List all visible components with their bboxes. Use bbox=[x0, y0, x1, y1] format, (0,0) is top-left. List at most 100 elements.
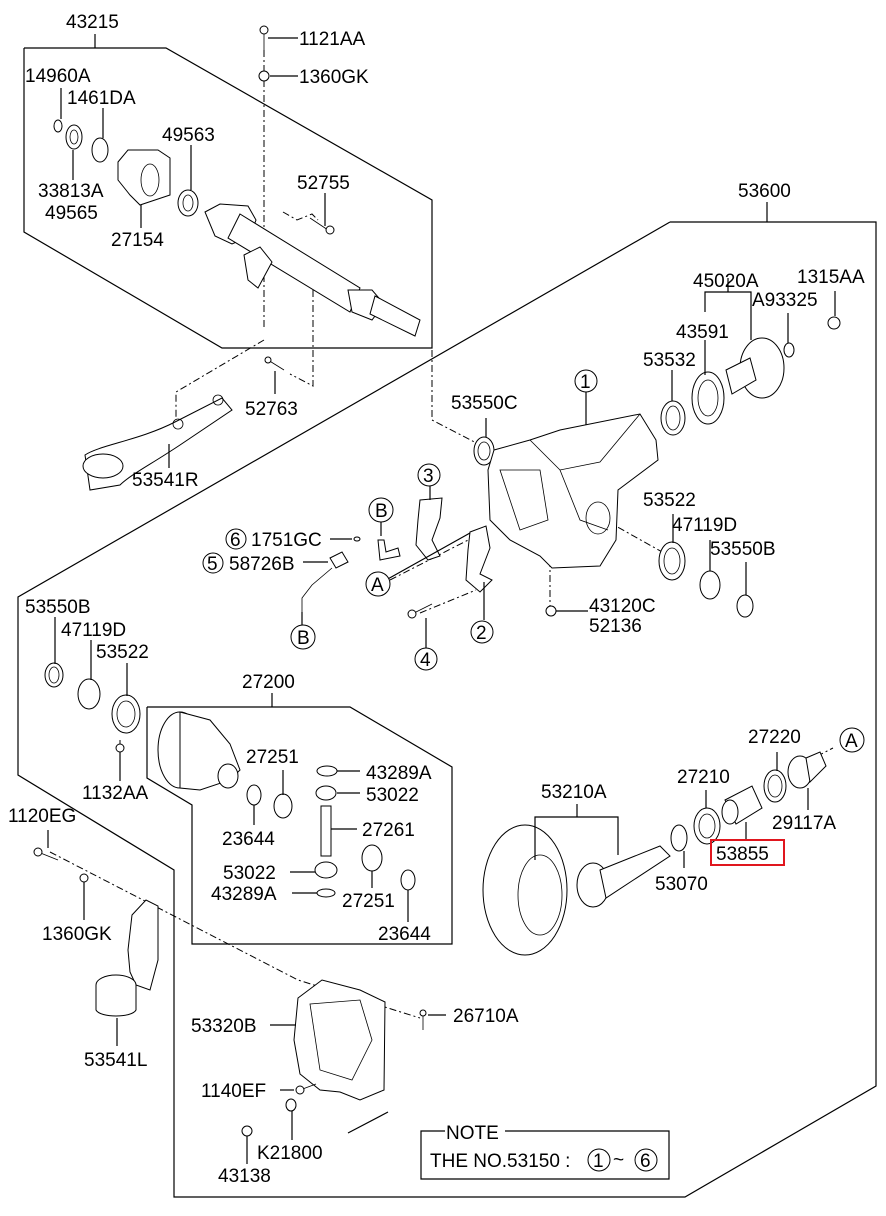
note-box: NOTE THE NO.53150 : 1 ~ 6 bbox=[420, 1123, 670, 1180]
label-53320B[interactable]: 53320B bbox=[191, 1016, 257, 1037]
label-29117A[interactable]: 29117A bbox=[772, 813, 836, 834]
ref-marker-A-mid[interactable]: A bbox=[365, 571, 391, 597]
bearing-49563 bbox=[177, 189, 199, 217]
ref-marker-B-top[interactable]: B bbox=[368, 497, 394, 523]
note-range-start-circle bbox=[587, 1148, 611, 1172]
ref-marker-5[interactable]: 5 bbox=[202, 552, 224, 575]
ref-marker-4[interactable]: 4 bbox=[414, 647, 438, 671]
pin-27261 bbox=[320, 805, 332, 857]
label-27200[interactable]: 27200 bbox=[242, 672, 295, 693]
part-labels: 43215 1121AA 1360GK 14960A 1461DA 49563 … bbox=[8, 12, 865, 1187]
oil-seal-53522-right bbox=[658, 541, 686, 581]
mount-bracket-53541L bbox=[95, 899, 159, 1017]
svg-text:6: 6 bbox=[230, 530, 241, 551]
label-45020A[interactable]: 45020A bbox=[693, 271, 759, 292]
bolt-1120EG bbox=[33, 847, 59, 861]
ref-marker-B-bottom[interactable]: B bbox=[290, 624, 316, 650]
label-47119D-left[interactable]: 47119D bbox=[61, 620, 126, 641]
label-27251-b[interactable]: 27251 bbox=[342, 891, 395, 912]
label-1315AA[interactable]: 1315AA bbox=[797, 267, 865, 288]
label-43120C[interactable]: 43120C bbox=[589, 596, 656, 617]
label-1132AA[interactable]: 1132AA bbox=[82, 783, 149, 804]
label-43289A-a[interactable]: 43289A bbox=[366, 763, 432, 784]
rear-cover-53320B bbox=[293, 979, 386, 1101]
ref-marker-2[interactable]: 2 bbox=[470, 620, 494, 644]
bracket-3 bbox=[415, 497, 443, 561]
svg-text:B: B bbox=[297, 628, 310, 649]
label-27154[interactable]: 27154 bbox=[111, 230, 164, 251]
label-53541L[interactable]: 53541L bbox=[84, 1050, 147, 1071]
note-range-end: 6 bbox=[640, 1151, 651, 1172]
label-43138[interactable]: 43138 bbox=[218, 1166, 271, 1187]
label-53022-b[interactable]: 53022 bbox=[223, 863, 276, 884]
snap-ring-47119D-left bbox=[77, 678, 101, 710]
carrier-housing-53150 bbox=[487, 413, 659, 569]
drain-plug-43120C bbox=[545, 605, 557, 617]
label-27251-a[interactable]: 27251 bbox=[246, 747, 299, 768]
shaft-43215 bbox=[204, 203, 421, 337]
label-1120EG[interactable]: 1120EG bbox=[8, 806, 76, 827]
label-53550B-right[interactable]: 53550B bbox=[710, 539, 776, 560]
label-53550C[interactable]: 53550C bbox=[451, 393, 518, 414]
svg-text:B: B bbox=[375, 501, 388, 522]
plug-1751GC bbox=[353, 536, 361, 542]
oil-seal-53532 bbox=[660, 400, 686, 436]
label-1140EF[interactable]: 1140EF bbox=[201, 1081, 266, 1102]
o-ring-14960A bbox=[53, 119, 63, 133]
snap-ring-1461DA bbox=[91, 137, 109, 163]
label-33813A[interactable]: 33813A bbox=[38, 181, 104, 202]
label-K21800[interactable]: K21800 bbox=[257, 1143, 323, 1164]
label-1121AA[interactable]: 1121AA bbox=[299, 29, 366, 50]
ref-marker-A-top[interactable]: A bbox=[839, 727, 865, 753]
label-27220[interactable]: 27220 bbox=[748, 727, 801, 748]
label-52763[interactable]: 52763 bbox=[245, 399, 298, 420]
label-53550B-left[interactable]: 53550B bbox=[25, 597, 91, 618]
label-26710A[interactable]: 26710A bbox=[453, 1006, 519, 1027]
label-A93325[interactable]: A93325 bbox=[752, 290, 818, 311]
bearing-27220 bbox=[763, 769, 787, 803]
label-1360GK-bottom[interactable]: 1360GK bbox=[42, 924, 112, 945]
label-1751GC[interactable]: 1751GC bbox=[251, 530, 322, 551]
ref-marker-1[interactable]: 1 bbox=[574, 369, 598, 393]
bolt-43138 bbox=[241, 1125, 253, 1137]
label-49563[interactable]: 49563 bbox=[162, 125, 215, 146]
label-53022-a[interactable]: 53022 bbox=[366, 785, 419, 806]
label-27261[interactable]: 27261 bbox=[362, 820, 415, 841]
label-53522-right[interactable]: 53522 bbox=[643, 490, 696, 511]
note-range-sep: ~ bbox=[613, 1150, 624, 1171]
ref-marker-6[interactable]: 6 bbox=[225, 528, 247, 551]
svg-text:A: A bbox=[845, 731, 858, 752]
assembly-53600-outline bbox=[17, 202, 877, 1198]
label-43215[interactable]: 43215 bbox=[66, 12, 119, 33]
label-52136[interactable]: 52136 bbox=[589, 616, 642, 637]
label-53600[interactable]: 53600 bbox=[738, 181, 791, 202]
bolt-52763 bbox=[264, 356, 285, 371]
label-53522-left[interactable]: 53522 bbox=[96, 642, 149, 663]
label-23644-b[interactable]: 23644 bbox=[378, 924, 431, 945]
label-27210[interactable]: 27210 bbox=[677, 767, 730, 788]
washer-23644-a bbox=[246, 784, 262, 806]
label-43289A-b[interactable]: 43289A bbox=[211, 884, 277, 905]
label-52755[interactable]: 52755 bbox=[297, 173, 350, 194]
washer-23644-b bbox=[400, 869, 416, 891]
label-58726B[interactable]: 58726B bbox=[229, 554, 295, 575]
bolt-4 bbox=[407, 603, 433, 619]
assembly-43215-outline bbox=[23, 34, 433, 349]
label-53541R[interactable]: 53541R bbox=[132, 470, 199, 491]
label-53070[interactable]: 53070 bbox=[655, 874, 708, 895]
ref-marker-3[interactable]: 3 bbox=[417, 463, 441, 487]
label-47119D-right[interactable]: 47119D bbox=[672, 515, 737, 536]
label-23644-a[interactable]: 23644 bbox=[222, 829, 275, 850]
label-1461DA[interactable]: 1461DA bbox=[67, 88, 136, 109]
label-14960A[interactable]: 14960A bbox=[25, 66, 91, 87]
label-49565[interactable]: 49565 bbox=[45, 203, 98, 224]
label-53855[interactable]: 53855 bbox=[716, 844, 769, 865]
label-43591[interactable]: 43591 bbox=[676, 322, 729, 343]
label-53532[interactable]: 53532 bbox=[643, 350, 696, 371]
label-1360GK-top[interactable]: 1360GK bbox=[299, 67, 369, 88]
ref-markers: 1 3 2 4 6 5 B A B A bbox=[202, 369, 865, 753]
svg-text:4: 4 bbox=[420, 650, 431, 671]
dust-cover-43591 bbox=[691, 371, 725, 425]
label-53210A[interactable]: 53210A bbox=[541, 782, 607, 803]
